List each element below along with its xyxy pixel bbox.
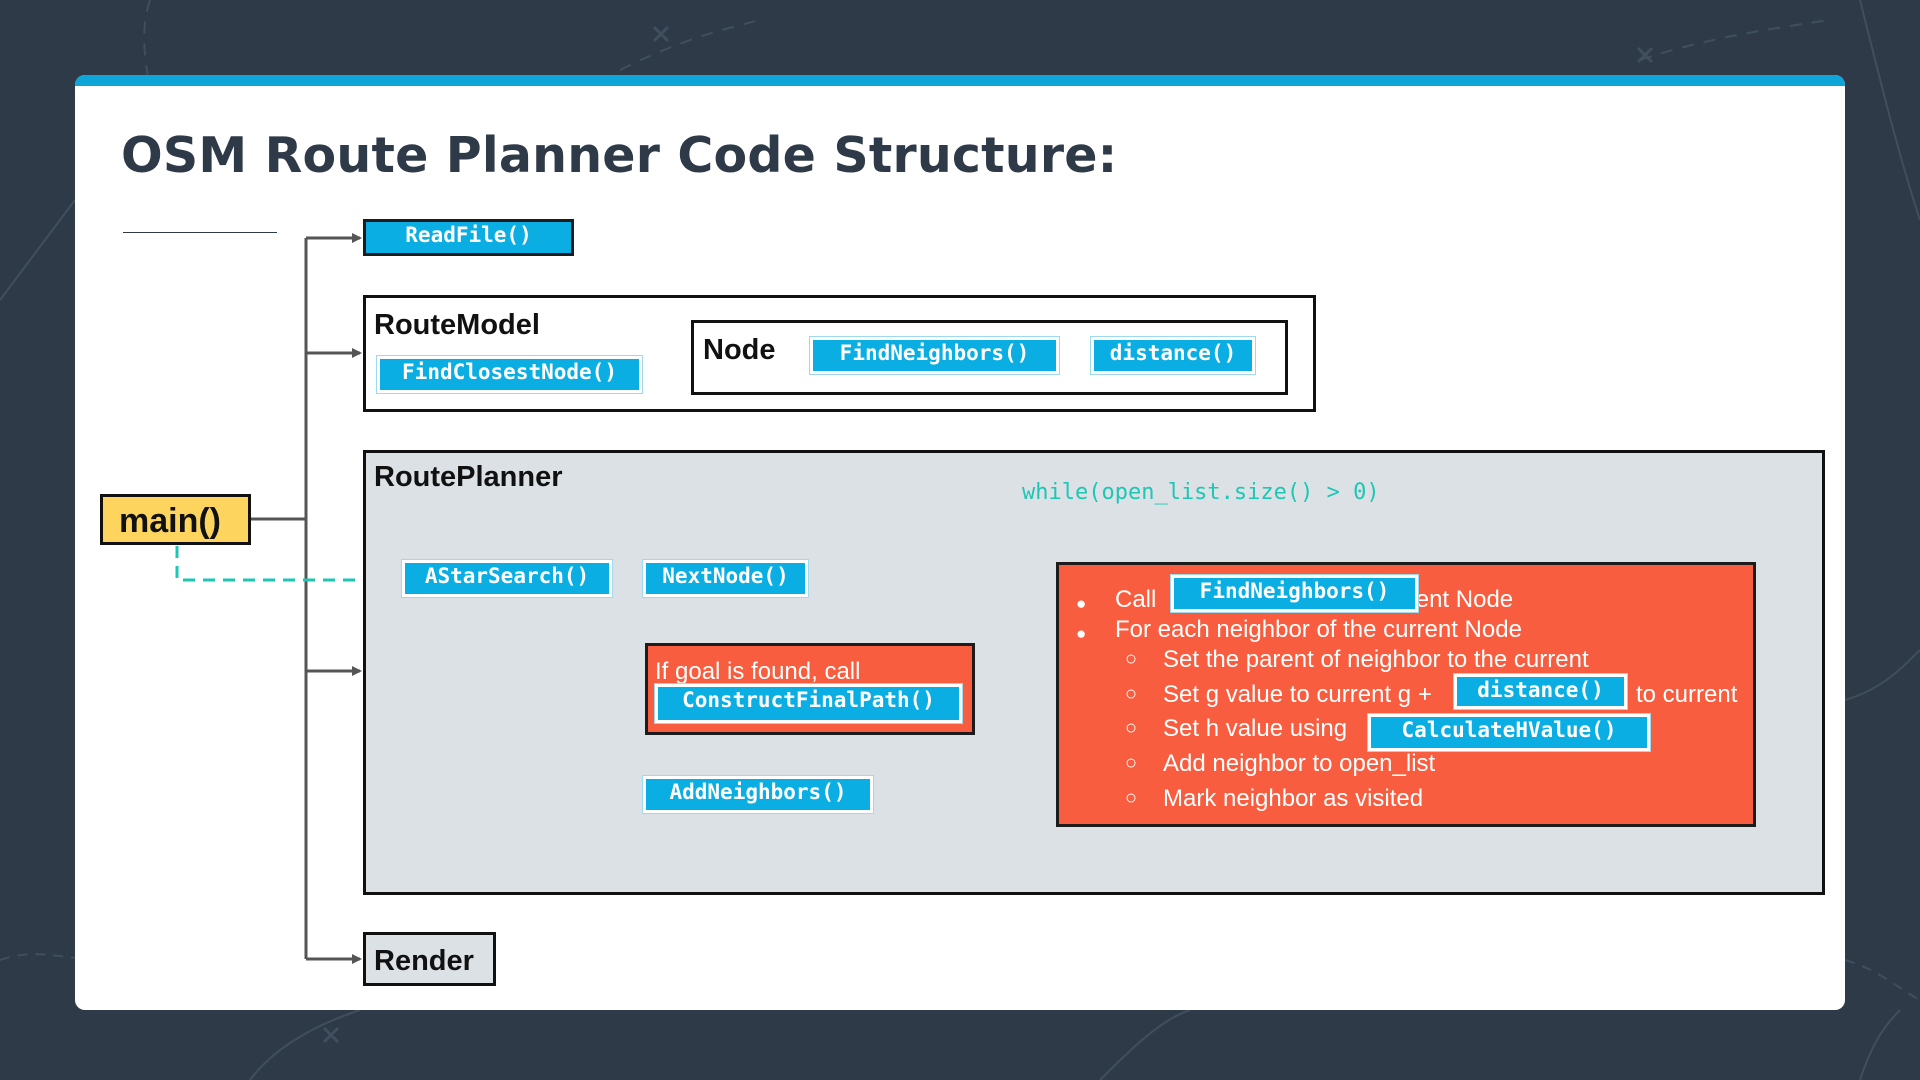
step-mark-visited-text: Mark neighbor as visited bbox=[1163, 785, 1424, 812]
sub-bullet-icon: ○ bbox=[1125, 683, 1138, 705]
constructfinalpath-function: ConstructFinalPath() bbox=[654, 683, 963, 724]
sub-bullet-icon: ○ bbox=[1125, 752, 1138, 774]
step-set-g-suffix: to current bbox=[1636, 681, 1738, 708]
step-for-each-text: For each neighbor of the current Node bbox=[1115, 616, 1522, 643]
while-loop-label: while(open_list.size() > 0) bbox=[1022, 480, 1380, 505]
astarsearch-function: AStarSearch() bbox=[401, 559, 613, 598]
main-function-box: main() bbox=[100, 494, 251, 545]
calculatehvalue-function: CalculateHValue() bbox=[1367, 713, 1651, 752]
node-distance-function: distance() bbox=[1090, 336, 1256, 375]
render-box: Render bbox=[363, 932, 496, 986]
sub-bullet-icon: ○ bbox=[1125, 648, 1138, 670]
bullet-icon: ● bbox=[1076, 594, 1087, 613]
step-add-open-list-text: Add neighbor to open_list bbox=[1163, 750, 1436, 777]
addneighbors-function: AddNeighbors() bbox=[642, 775, 874, 814]
readfile-function: ReadFile() bbox=[363, 219, 574, 256]
steps-findneighbors-function: FindNeighbors() bbox=[1170, 574, 1419, 613]
render-title: Render bbox=[374, 945, 474, 977]
bullet-icon: ● bbox=[1076, 624, 1087, 643]
neighbor-steps-box: ● Call on the current Node ● For each ne… bbox=[1056, 562, 1756, 827]
main-label: main() bbox=[119, 502, 221, 540]
step-set-parent-text: Set the parent of neighbor to the curren… bbox=[1163, 646, 1589, 673]
step-set-h-text: Set h value using bbox=[1163, 715, 1348, 742]
sub-bullet-icon: ○ bbox=[1125, 787, 1138, 809]
routemodel-title: RouteModel bbox=[374, 309, 540, 341]
steps-distance-function: distance() bbox=[1453, 673, 1628, 710]
step-set-g-text: Set g value to current g + bbox=[1163, 681, 1432, 708]
step-call-text: Call bbox=[1115, 586, 1157, 613]
node-findneighbors-function: FindNeighbors() bbox=[809, 336, 1060, 375]
node-title: Node bbox=[703, 334, 776, 366]
title-underline bbox=[123, 232, 277, 233]
nextnode-function: NextNode() bbox=[642, 559, 809, 598]
routeplanner-title: RoutePlanner bbox=[374, 461, 563, 493]
sub-bullet-icon: ○ bbox=[1125, 717, 1138, 739]
findclosestnode-function: FindClosestNode() bbox=[376, 355, 643, 394]
goal-text: If goal is found, call bbox=[655, 658, 861, 685]
accent-bar bbox=[75, 75, 1845, 86]
slide-title: OSM Route Planner Code Structure: bbox=[121, 127, 1118, 184]
